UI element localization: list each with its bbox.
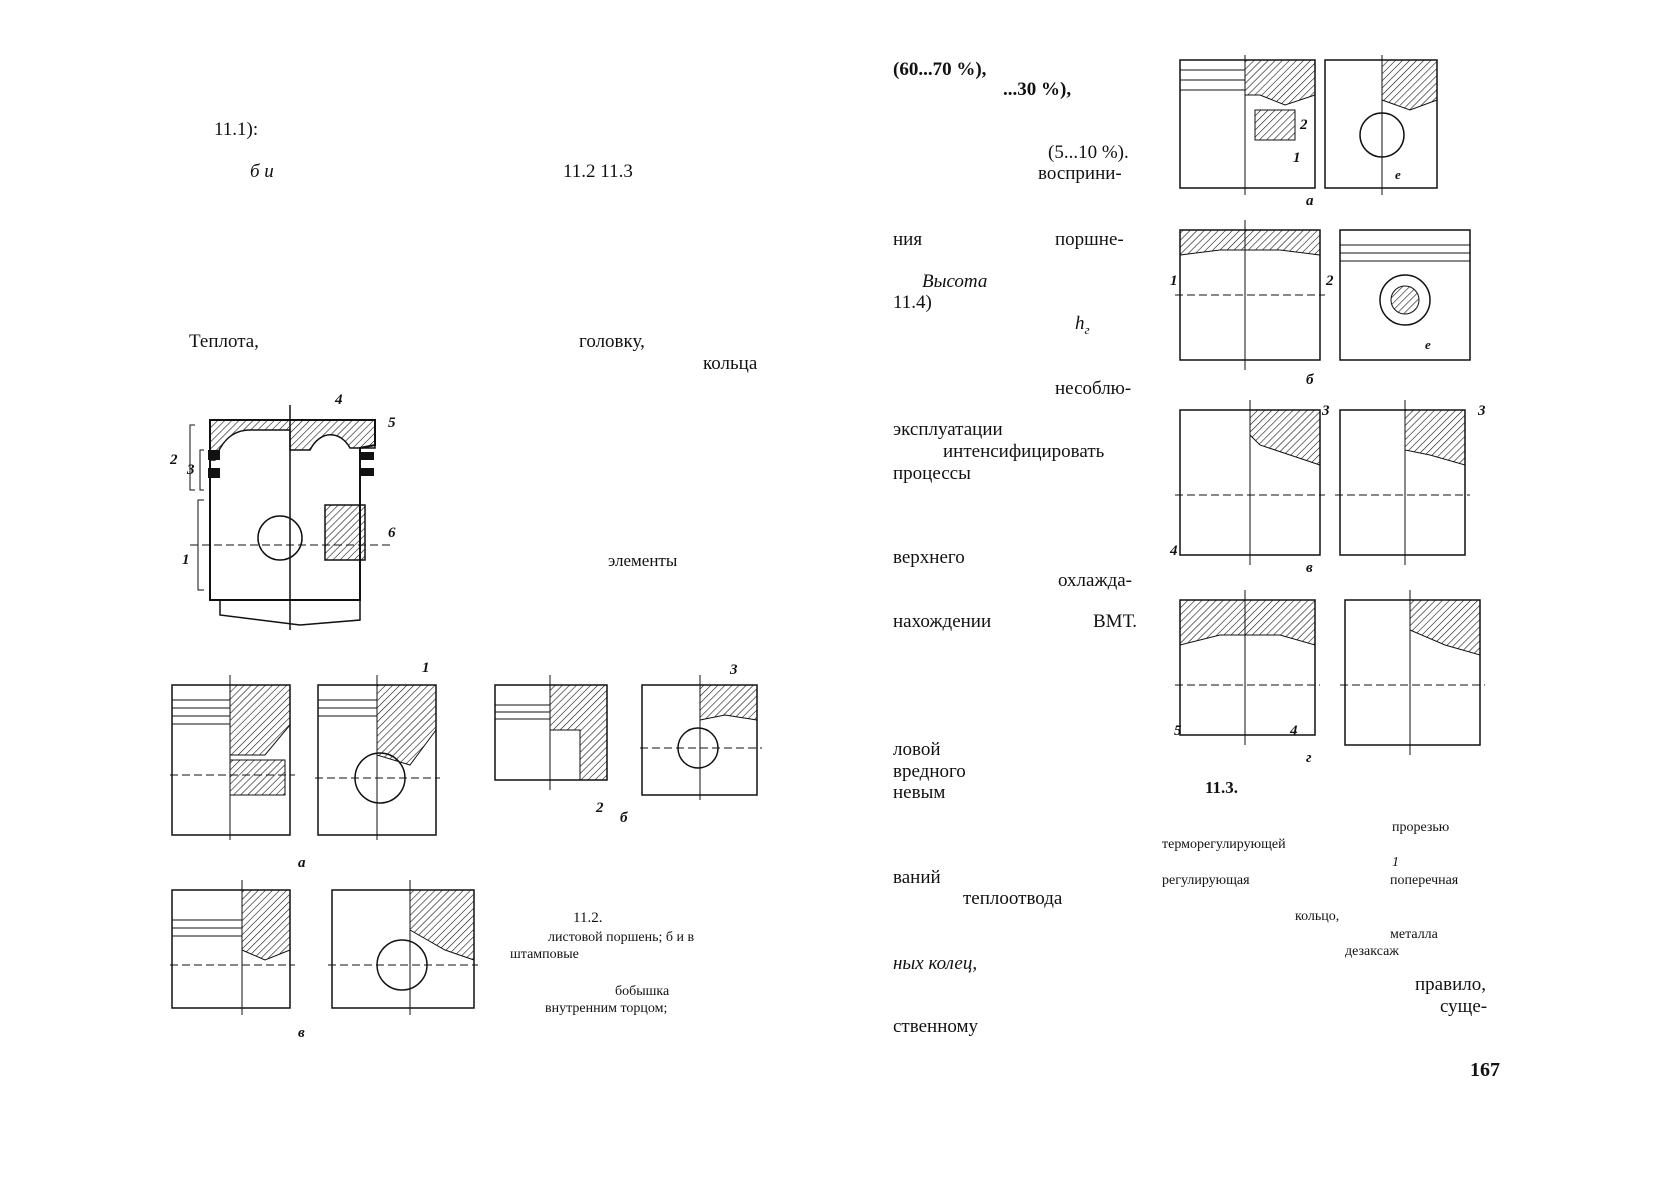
text-fragment: головку, (579, 331, 645, 352)
figure-label: 3 (1322, 403, 1330, 419)
figure-caption: кольцо, (1295, 909, 1340, 924)
figure-label: 5 (1174, 723, 1182, 739)
figure-caption-title: 11.3. (1205, 778, 1239, 797)
figure-label: 2 (1300, 117, 1308, 133)
piston-variants-figure: а б в 1 2 3 (170, 660, 790, 1050)
text-fragment: (60...70 %), (893, 59, 987, 80)
figure-label: 1 (1170, 273, 1178, 289)
figure-label: 3 (187, 462, 195, 478)
figure-label: 4 (1170, 543, 1178, 559)
piston-section-figure: 4 5 2 3 1 6 (170, 390, 410, 635)
figure-caption: 1 (1392, 855, 1399, 870)
text-fragment: ловой (893, 739, 941, 760)
figure-caption: регулирующая (1162, 873, 1250, 888)
text-fragment: суще- (1440, 996, 1488, 1017)
text-fragment: интенсифицировать (943, 441, 1105, 462)
figure-caption: прорезью (1392, 820, 1450, 835)
figure-label: e (1425, 337, 1431, 352)
figure-label: 4 (335, 392, 343, 408)
text-fragment: вредного (893, 761, 966, 782)
figure-label: б (1306, 372, 1314, 388)
page-number: 167 (1470, 1059, 1500, 1081)
figure-label: 2 (1326, 273, 1334, 289)
figure-label: 5 (388, 415, 396, 431)
figure-caption: металла (1390, 927, 1438, 942)
text-fragment: элементы (608, 551, 678, 570)
text-fragment: 11.1): (214, 119, 259, 140)
text-fragment: б и (250, 161, 274, 182)
text-fragment: 11.4) (893, 292, 932, 313)
figure-label: e (1395, 167, 1401, 182)
text-fragment: Теплота, (189, 331, 259, 352)
figure-label: 6 (388, 525, 396, 541)
text-fragment: (5...10 %). (1048, 142, 1129, 163)
text-fragment: ных колец, (893, 953, 978, 974)
text-fragment: Высота (922, 271, 988, 292)
symbol: h (1075, 313, 1085, 334)
text-fragment: эксплуатации (893, 419, 1003, 440)
figure-label: 1 (1293, 150, 1301, 166)
text-fragment: 11.2 11.3 (563, 161, 633, 182)
text-fragment: кольца (703, 353, 758, 374)
text-fragment: теплоотвода (963, 888, 1063, 909)
text-fragment: верхнего (893, 547, 965, 568)
figure-caption: дезаксаж (1345, 944, 1399, 959)
figure-label: 2 (170, 452, 178, 468)
figure-label: 1 (182, 552, 190, 568)
figure-label: г (1306, 750, 1312, 766)
figure-label: в (1306, 560, 1313, 576)
text-fragment: ваний (893, 867, 941, 888)
text-fragment: ...30 %), (1003, 79, 1072, 100)
figure-caption: терморегулирующей (1162, 837, 1286, 852)
text-fragment: охлажда- (1058, 570, 1132, 591)
piston-cooling-figure: а б в г 1 1 2 2 3 3 4 4 5 e e (1160, 55, 1490, 775)
subscript: г (1084, 321, 1090, 337)
figure-caption: бобышка (615, 984, 670, 999)
figure-caption: листовой поршень; б и в (548, 930, 695, 945)
figure-label: в (298, 1025, 305, 1041)
figure-caption: штамповые (510, 947, 579, 962)
text-fragment: процессы (893, 463, 971, 484)
text-fragment: несоблю- (1055, 378, 1132, 399)
figure-caption: внутренним торцом; (545, 1001, 668, 1016)
text-fragment: восприни- (1038, 163, 1122, 184)
text-fragment: ВМТ. (1093, 611, 1138, 632)
text-fragment: поршне- (1055, 229, 1124, 250)
figure-caption-title: 11.2. (573, 910, 603, 926)
figure-label: 3 (1478, 403, 1486, 419)
text-fragment: правило, (1415, 974, 1486, 995)
text-fragment: нахождении (893, 611, 992, 632)
text-fragment: hг (1075, 314, 1090, 336)
figure-label: 1 (422, 660, 430, 676)
figure-label: 4 (1290, 723, 1298, 739)
figure-label: а (1306, 193, 1314, 209)
text-fragment: ния (893, 229, 923, 250)
figure-caption: поперечная (1390, 873, 1459, 888)
text-fragment: ственному (893, 1016, 979, 1037)
text-fragment: невым (893, 782, 946, 803)
figure-label: б (620, 810, 628, 826)
figure-label: 2 (596, 800, 604, 816)
figure-label: 3 (730, 662, 738, 678)
figure-label: а (298, 855, 306, 871)
